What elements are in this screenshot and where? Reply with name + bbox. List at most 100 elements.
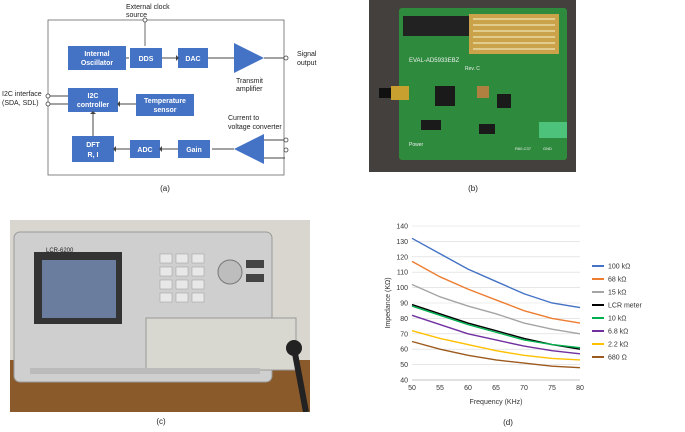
lcr-meter-photo: LCR-6200 — [10, 220, 310, 412]
i2c-block — [68, 88, 118, 112]
osc-block — [68, 46, 126, 70]
dft-label: DFT — [86, 142, 100, 149]
sdl-terminal — [45, 101, 51, 107]
dac-block — [178, 48, 208, 68]
y-axis-label: Impedance (KΩ) — [385, 277, 392, 328]
ic-chip — [435, 86, 455, 106]
caption-d: (d) — [503, 418, 513, 427]
dds-label: DDS — [139, 56, 154, 63]
legend-label: 15 kΩ — [608, 290, 626, 297]
legend-label: 680 Ω — [608, 355, 627, 362]
pcb-silkscreen-power: Power — [409, 142, 424, 148]
osc-label-1: Internal — [84, 51, 109, 58]
x-tick-label: 80 — [576, 385, 584, 392]
conv-label-1: Current to — [228, 115, 259, 122]
y-tick-label: 80 — [400, 316, 408, 323]
dft-block — [72, 136, 114, 162]
y-tick-label: 40 — [400, 378, 408, 385]
pcb-silkscreen-rev: Rev. C — [465, 66, 480, 72]
legend-label: LCR meter — [608, 303, 643, 310]
y-tick-label: 140 — [396, 224, 408, 231]
y-tick-label: 130 — [396, 239, 408, 246]
x-axis-label: Frequency (KHz) — [470, 399, 523, 406]
iface-label-1: I2C interface — [2, 91, 42, 98]
caption-c: (c) — [156, 417, 166, 426]
input-terminal-1 — [283, 137, 289, 143]
dds-block — [130, 48, 162, 68]
y-tick-label: 120 — [396, 254, 408, 261]
caption-b: (b) — [468, 184, 478, 193]
gain-label: Gain — [186, 147, 202, 154]
caption-a: (a) — [160, 184, 170, 193]
x-tick-label: 65 — [492, 385, 500, 392]
amp-label-1: Transmit — [236, 78, 263, 85]
x-tick-label: 75 — [548, 385, 556, 392]
temp-block — [136, 94, 194, 116]
usb-connector — [391, 86, 409, 100]
x-tick-label: 60 — [464, 385, 472, 392]
adc-block — [130, 140, 160, 158]
amp-label-2: amplifier — [236, 86, 263, 93]
series-line — [411, 283, 581, 335]
series-line — [411, 305, 581, 349]
pcb-photo: EVAL-AD5933EBZ Rev. C Power R60-C37 GND — [369, 0, 576, 172]
y-tick-label: 70 — [400, 331, 408, 338]
chart-series — [411, 237, 581, 369]
series-line — [411, 330, 581, 361]
series-line — [411, 340, 581, 369]
signal-label-2: output — [297, 60, 317, 67]
conv-label-2: voltage converter — [228, 124, 282, 131]
ic-chip-2 — [497, 94, 511, 108]
clock-label-1: External clock — [126, 4, 170, 11]
ic-chip-3 — [421, 120, 441, 130]
pcb-silkscreen-gnd: GND — [543, 146, 552, 151]
y-tick-label: 100 — [396, 285, 408, 292]
dac-label: DAC — [185, 56, 200, 63]
y-tick-label: 50 — [400, 362, 408, 369]
signal-terminal — [283, 55, 289, 61]
x-tick-label: 50 — [408, 385, 416, 392]
i2c-label-1: I2C — [88, 93, 99, 100]
pcb-silkscreen-r60: R60-C37 — [515, 146, 532, 151]
test-fixture — [145, 317, 297, 371]
temp-label-2: sensor — [154, 107, 177, 114]
meter-screen — [42, 260, 116, 318]
block-diagram: External clock source Internal Oscillato… — [2, 4, 317, 176]
input-terminal-2 — [283, 147, 289, 153]
iface-label-2: (SDA, SDL) — [2, 100, 39, 107]
x-tick-labels: 50 55 60 65 70 75 80 — [408, 385, 584, 392]
signal-label-1: Signal — [297, 51, 317, 58]
y-tick-label: 90 — [400, 301, 408, 308]
iv-converter — [234, 134, 264, 164]
adc-label: ADC — [137, 147, 152, 154]
pcb-silkscreen-model: EVAL-AD5933EBZ — [409, 58, 460, 64]
series-line — [411, 260, 581, 324]
clock-terminal — [142, 17, 148, 23]
dft-sub-label: R, I — [88, 152, 99, 159]
x-tick-label: 70 — [520, 385, 528, 392]
rotary-knob — [217, 259, 243, 285]
x-tick-label: 55 — [436, 385, 444, 392]
i2c-label-2: controller — [77, 102, 110, 109]
series-line — [411, 314, 581, 355]
meter-model-label: LCR-6200 — [46, 248, 74, 254]
cable-plug — [286, 340, 302, 356]
clock-label-2: source — [126, 12, 147, 19]
legend-label: 6.8 kΩ — [608, 329, 628, 336]
sda-terminal — [45, 93, 51, 99]
osc-label-2: Oscillator — [81, 60, 114, 67]
gain-block — [178, 140, 210, 158]
legend-label: 10 kΩ — [608, 316, 626, 323]
terminal-block — [539, 122, 567, 138]
proto-area — [469, 14, 559, 54]
legend-label: 2.2 kΩ — [608, 342, 628, 349]
legend-label: 100 kΩ — [608, 264, 630, 271]
y-tick-label: 60 — [400, 347, 408, 354]
legend-label: 68 kΩ — [608, 277, 626, 284]
crystal — [477, 86, 489, 98]
series-line — [411, 237, 581, 309]
chart-legend: 100 kΩ 68 kΩ 15 kΩ LCR meter 10 kΩ 6.8 kΩ 2.2 … — [592, 264, 643, 362]
header-connector — [403, 16, 469, 36]
